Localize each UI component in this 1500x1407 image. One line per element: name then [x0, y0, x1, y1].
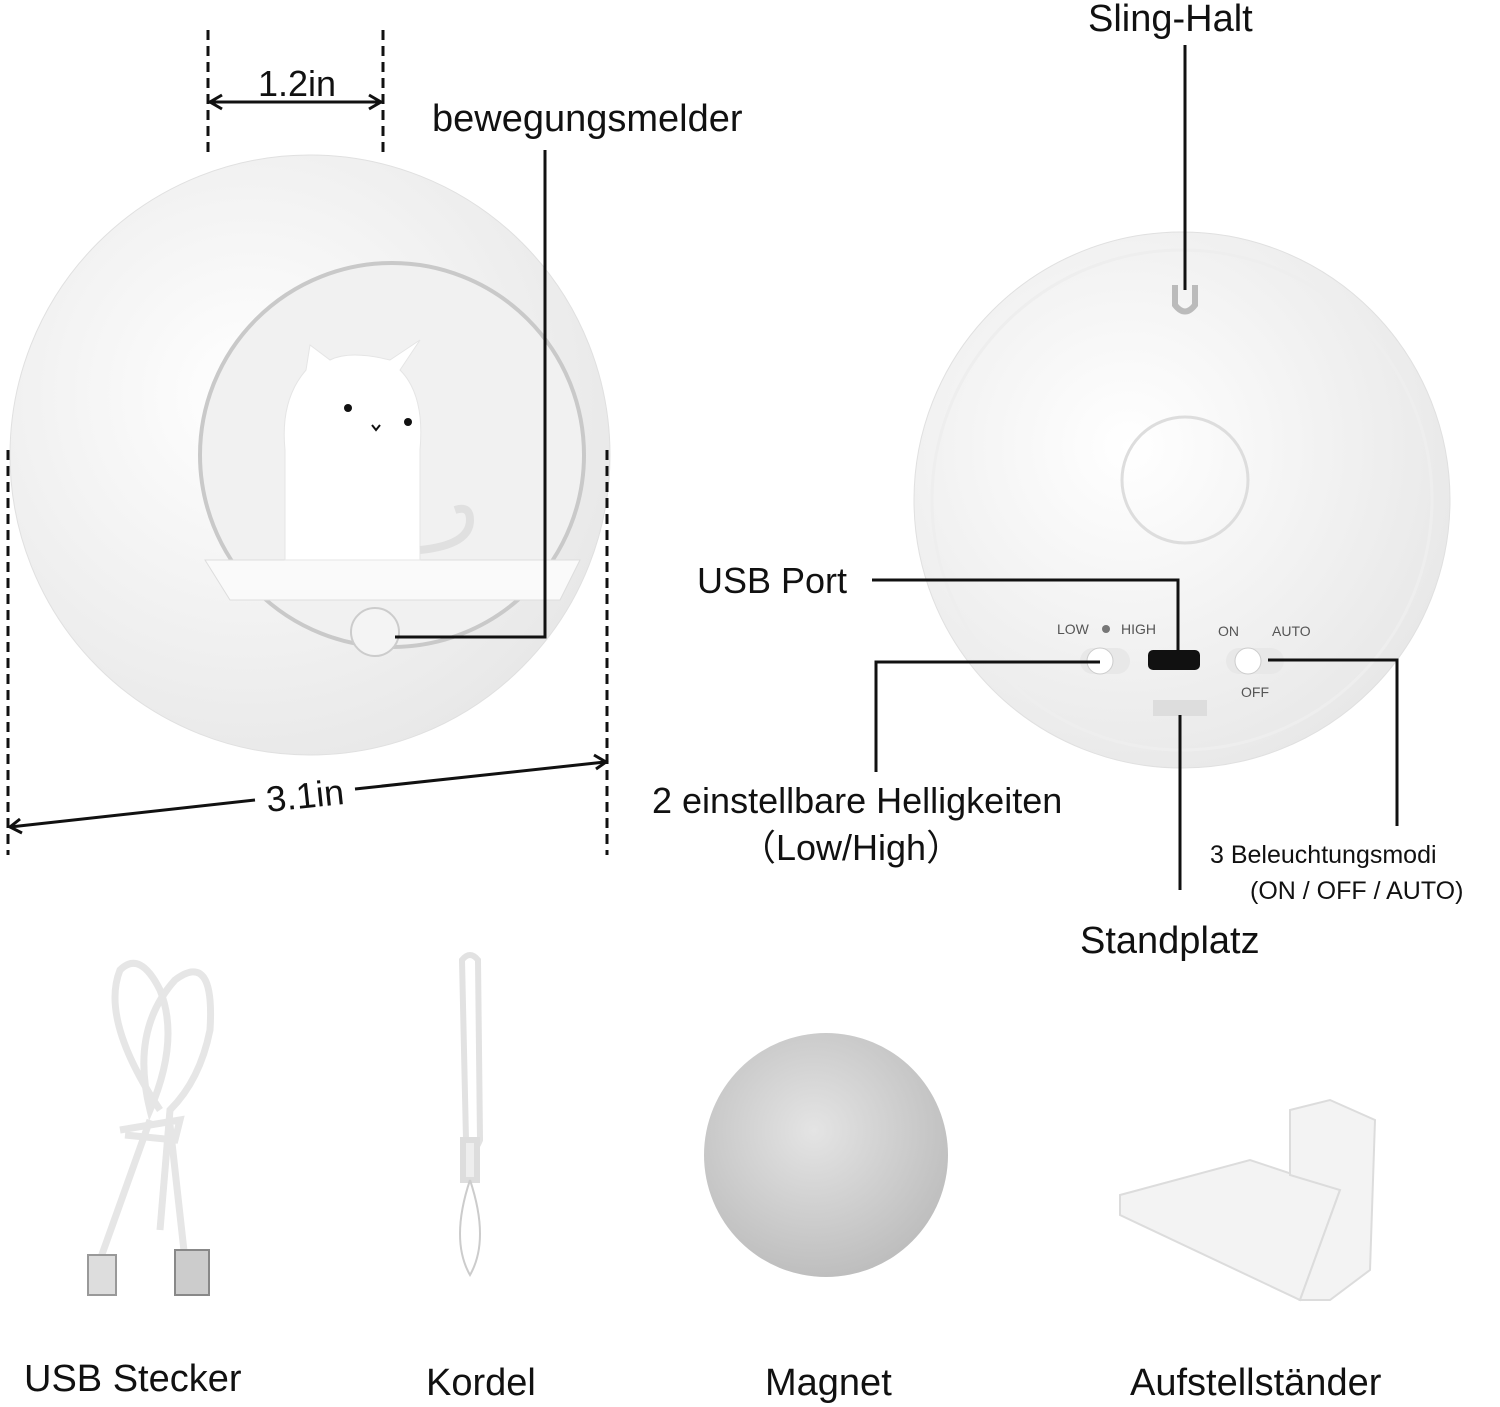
motion-sensor-label: bewegungsmelder — [432, 98, 743, 140]
magnet-image — [704, 1033, 948, 1277]
accessory-label: USB Stecker — [24, 1358, 242, 1400]
sling-holder-label: Sling-Halt — [1088, 0, 1253, 40]
modes-sub-label: (ON / OFF / AUTO) — [1250, 877, 1464, 905]
cat-figure-icon — [283, 339, 475, 561]
switch-label-low: LOW — [1057, 621, 1089, 637]
usb-port-icon — [1148, 650, 1200, 670]
sling-hook-icon — [1172, 285, 1198, 315]
stand-image — [1119, 1098, 1377, 1302]
cord-image — [458, 952, 484, 1278]
diameter-dimension-label: 3.1in — [264, 771, 346, 820]
stand-slot-label: Standplatz — [1080, 920, 1260, 962]
sun-icon — [1102, 625, 1110, 633]
dimension-lines — [6, 30, 609, 855]
accessory-label: Magnet — [765, 1362, 892, 1404]
switch-label-auto: AUTO — [1272, 623, 1311, 639]
motion-sensor-icon — [350, 607, 400, 657]
brightness-sub-label: （Low/High） — [740, 827, 963, 868]
usb-port-label: USB Port — [697, 560, 848, 601]
callout-lines — [872, 45, 1399, 890]
accessory-label: Kordel — [426, 1362, 536, 1404]
usb-cable-image — [87, 959, 215, 1296]
width-dimension-label: 1.2in — [258, 63, 337, 104]
switch-label-high: HIGH — [1121, 621, 1156, 637]
modes-label: 3 Beleuchtungsmodi — [1210, 841, 1437, 869]
stand-slot-icon — [1153, 700, 1207, 716]
brightness-label: 2 einstellbare Helligkeiten — [652, 780, 1063, 821]
switch-label-on: ON — [1218, 623, 1239, 639]
lamp-back-view — [913, 231, 1451, 769]
switch-label-off: OFF — [1241, 684, 1269, 700]
lamp-front-view — [9, 154, 611, 756]
accessory-label: Aufstellständer — [1130, 1362, 1382, 1404]
